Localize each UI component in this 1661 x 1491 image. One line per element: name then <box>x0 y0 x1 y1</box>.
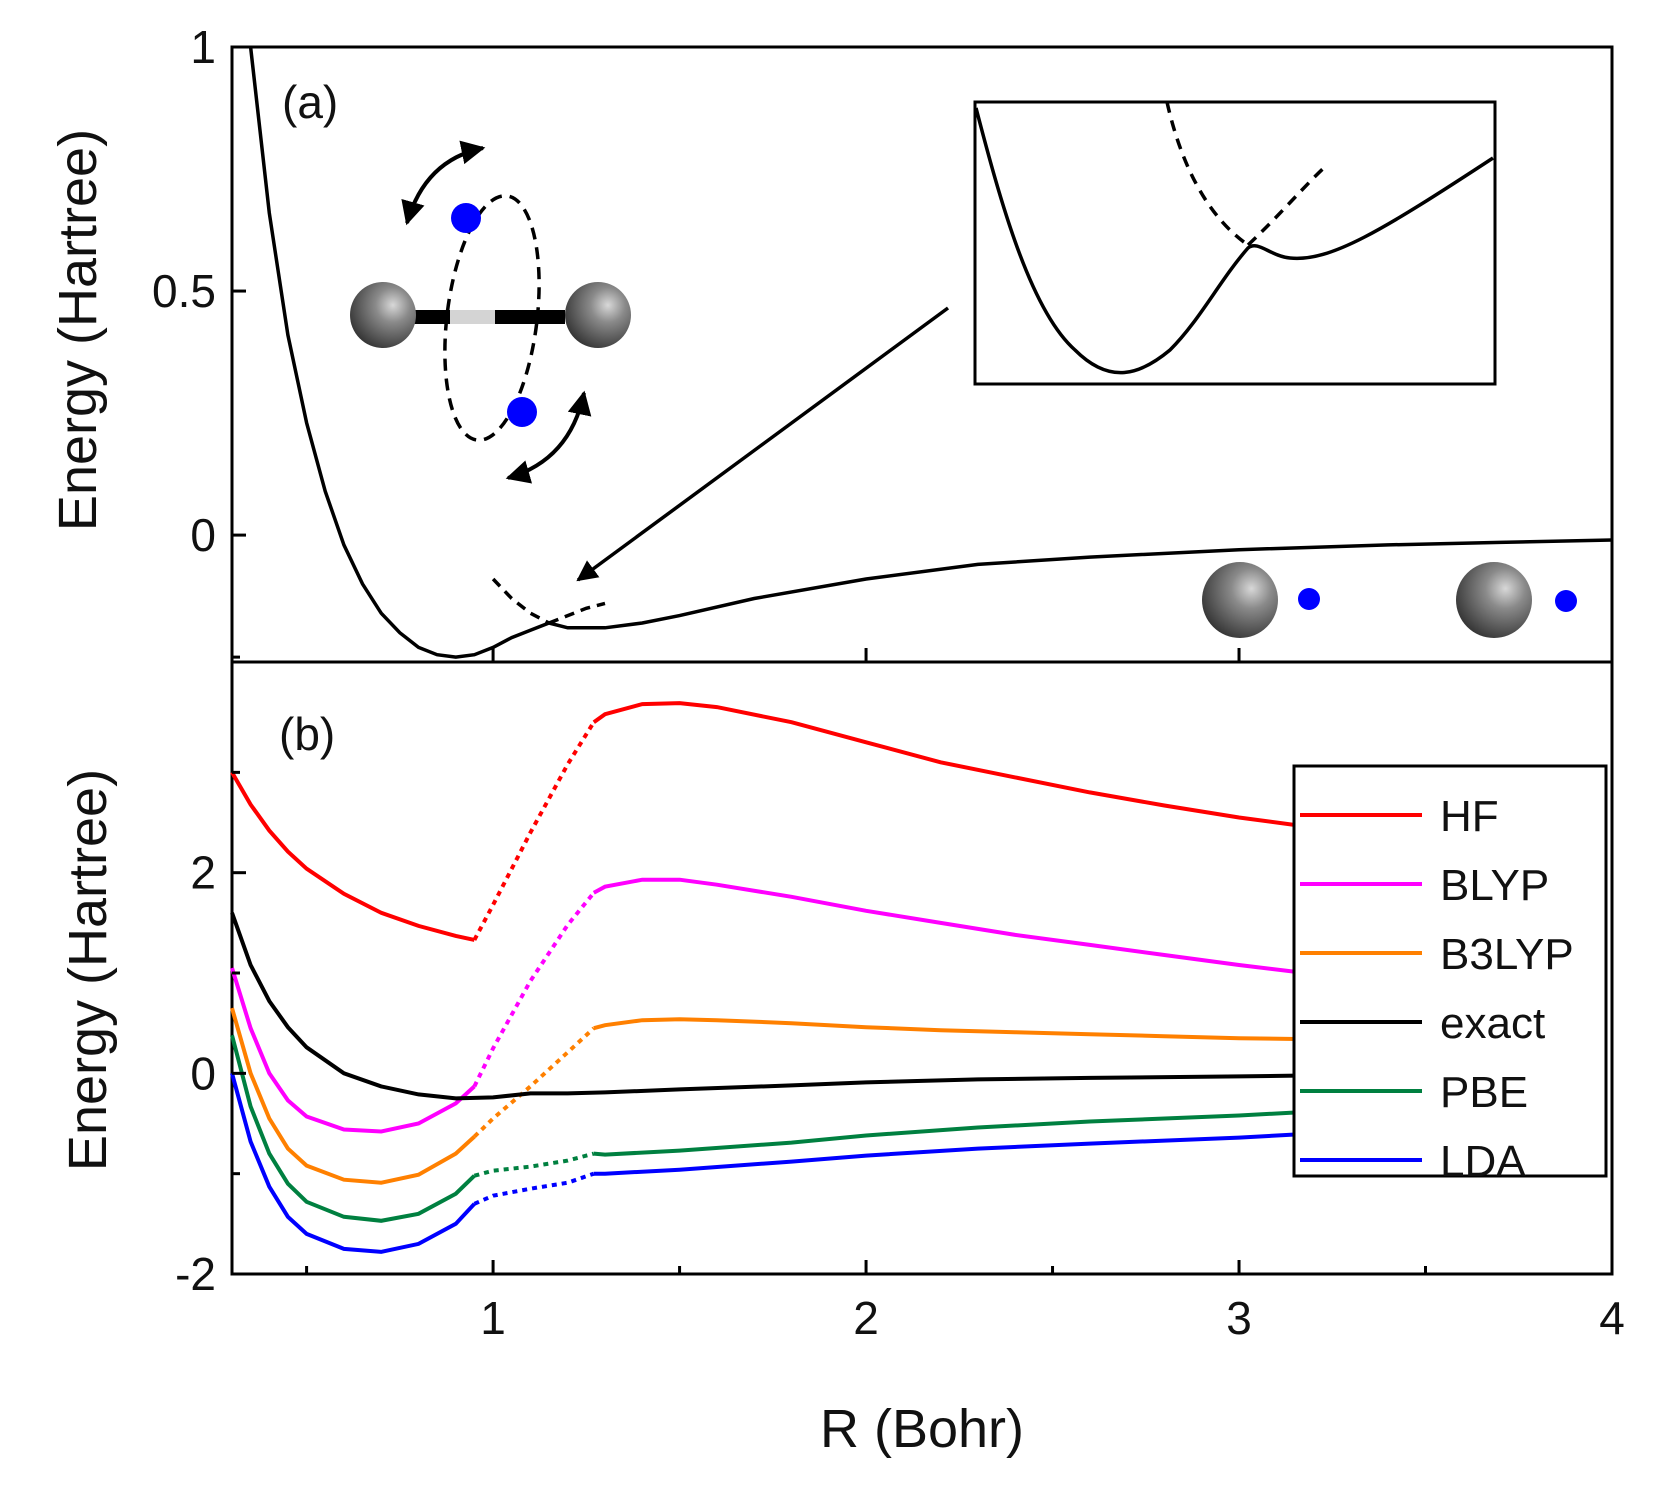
zoom-inset <box>576 100 1497 582</box>
legend-label-exact: exact <box>1440 999 1545 1048</box>
series-pbe-line-long-range <box>593 1109 1314 1157</box>
series-lda-dotted <box>473 1171 595 1206</box>
rotation-arrow-top <box>401 140 486 226</box>
series-lda-line-long-range <box>593 1131 1314 1176</box>
legend-label-b3lyp: B3LYP <box>1440 930 1574 979</box>
panel-a: 00.51 (a) Energy (Hartree) <box>48 21 1614 664</box>
panel-b-series-group <box>230 701 1314 1254</box>
panel-a-y-ticks: 00.51 <box>152 21 1614 662</box>
panel-b-y-ticks: -2 0 2 <box>175 770 246 1300</box>
legend-label-hf: HF <box>1440 792 1499 841</box>
zoom-arrow <box>576 306 950 582</box>
inset-dashed-curve-left <box>1165 101 1250 247</box>
atom-electron-2 <box>1555 590 1577 612</box>
nucleus-left <box>350 282 416 348</box>
series-b3lyp-line <box>230 1007 476 1185</box>
panel-a-y-tick-label: 0.5 <box>152 265 216 317</box>
panel-b-y-tick-label: 0 <box>190 1047 216 1099</box>
dissociated-atoms-illustration <box>1202 562 1577 638</box>
panel-a-y-tick-label: 1 <box>190 21 216 73</box>
series-blyp-dotted <box>472 891 596 1088</box>
nucleus-right <box>565 282 631 348</box>
legend-label-pbe: PBE <box>1440 1068 1528 1117</box>
inset-frame <box>973 100 1497 386</box>
series-b3lyp-line-long-range <box>593 1017 1314 1042</box>
legend-box <box>1292 764 1608 1178</box>
panel-a-series-dashed-1 <box>491 577 550 625</box>
x-tick-label: 2 <box>853 1292 879 1344</box>
series-hf-dotted <box>472 721 596 941</box>
series-blyp-line-long-range <box>592 877 1314 976</box>
electron-orbit <box>443 194 541 442</box>
electron-bottom <box>507 397 537 427</box>
panel-a-y-tick-label: 0 <box>190 509 216 561</box>
x-tick-label: 3 <box>1226 1292 1252 1344</box>
series-exact-line <box>230 912 1314 1101</box>
series-hf-line <box>230 771 475 942</box>
legend-label-lda: LDA <box>1440 1137 1526 1186</box>
panel-b-label: (b) <box>279 708 335 760</box>
x-tick-label: 1 <box>480 1292 506 1344</box>
atom-electron-1 <box>1298 588 1320 610</box>
panel-b-y-tick-label: -2 <box>175 1248 216 1300</box>
series-pbe-dotted <box>473 1151 595 1178</box>
atom-sphere-1 <box>1202 562 1278 638</box>
x-axis-title: R (Bohr) <box>820 1399 1024 1459</box>
h2-molecule-illustration <box>350 140 631 484</box>
panel-b-y-tick-label: 2 <box>190 847 216 899</box>
rotation-arrow-bottom <box>505 390 592 484</box>
series-lda-line <box>230 1072 476 1254</box>
series-b3lyp-dotted <box>473 1026 596 1139</box>
panel-b-x-ticks: 1 2 3 4 <box>305 1260 1625 1344</box>
panel-a-series-group <box>248 46 1613 659</box>
panel-a-label: (a) <box>282 76 338 128</box>
inset-dashed-curve-right <box>1246 163 1329 247</box>
legend-label-blyp: BLYP <box>1440 861 1549 910</box>
series-blyp-line <box>230 967 476 1134</box>
panel-a-series-dashed-2 <box>548 601 606 625</box>
panel-a-series-solid-0 <box>248 46 1613 659</box>
series-hf-line-long-range <box>592 701 1314 830</box>
panel-a-y-axis-title: Energy (Hartree) <box>48 129 108 531</box>
series-pbe-line <box>230 1034 476 1223</box>
x-tick-label: 4 <box>1599 1292 1625 1344</box>
electron-top <box>451 203 481 233</box>
atom-sphere-2 <box>1456 562 1532 638</box>
inset-solid-curve <box>974 107 1494 375</box>
panel-b-y-axis-title: Energy (Hartree) <box>58 769 118 1171</box>
